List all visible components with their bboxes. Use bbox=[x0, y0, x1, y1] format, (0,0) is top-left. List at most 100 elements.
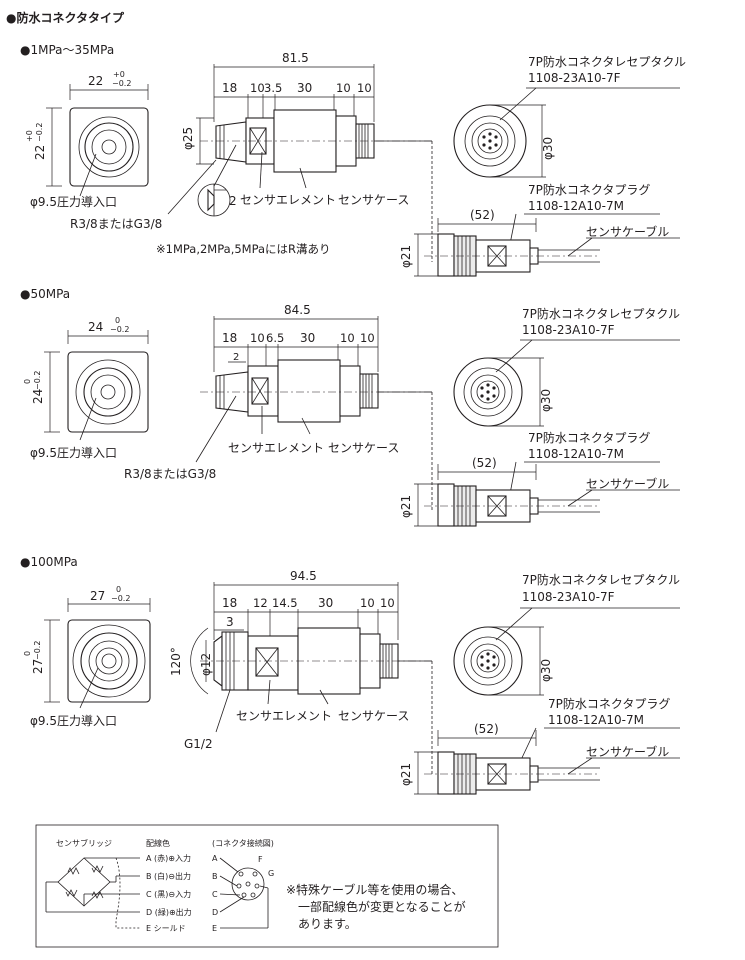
front-height-tol-lower: −0.2 bbox=[33, 641, 42, 660]
cable-label: センサケーブル bbox=[586, 744, 669, 759]
total-length-dim: 94.5 bbox=[290, 569, 317, 583]
plug-length-dim: (52) bbox=[472, 456, 497, 470]
receptacle-view: 7P防水コネクタレセプタクル 1108-23A10-7F φ30 bbox=[453, 306, 680, 427]
wiring-note-line-3: あります。 bbox=[298, 917, 357, 931]
front-height-dim: 24 bbox=[31, 389, 45, 404]
cable-label: センサケーブル bbox=[586, 476, 669, 491]
thread-label: G1/2 bbox=[184, 737, 213, 751]
thread-label: R3/8またはG3/8 bbox=[124, 467, 216, 481]
bridge-circuit bbox=[45, 857, 140, 929]
plug-part-number: 1108-12A10-7M bbox=[548, 713, 644, 727]
receptacle-label: 7P防水コネクタレセプタクル bbox=[522, 306, 680, 321]
wire-d-label: D (緑)⊕出力 bbox=[146, 907, 192, 917]
wire-c-label: C (黒)⊖入力 bbox=[146, 889, 191, 899]
front-width-dim: 22 bbox=[88, 74, 103, 88]
sensor-element-label: センサエレメント bbox=[228, 441, 324, 455]
connector-diagram-header: (コネクタ接続図) bbox=[212, 838, 274, 848]
plug-view: 7P防水コネクタプラグ 1108-12A10-7M (52) センサケーブル bbox=[399, 182, 680, 277]
wiring-note-line-2: 一部配線色が変更となることが bbox=[298, 899, 466, 914]
section-100mpa: ●100MPa 27 0 −0.2 27 0 −0.2 φ9.5圧力導入口 bbox=[20, 555, 680, 795]
sensor-bridge-label: センサブリッジ bbox=[56, 838, 112, 848]
front-width-tol-lower: −0.2 bbox=[111, 594, 130, 603]
wiring-diagram-box: センサブリッジ 配線色 (コネクタ接続図) A (赤)⊕入力 B (白)⊖出力 … bbox=[35, 824, 499, 948]
segment-dim-6: 10 bbox=[360, 331, 375, 345]
section-title: ●50MPa bbox=[20, 287, 70, 301]
segment-dim-2: 10 bbox=[250, 331, 265, 345]
segment-dim-5: 10 bbox=[360, 596, 375, 610]
segment-dim-3: 3.5 bbox=[264, 81, 282, 95]
angle-dim: 120° bbox=[169, 647, 183, 676]
tip-dia-dim: φ12 bbox=[199, 653, 213, 676]
wire-b-label: B (白)⊖出力 bbox=[146, 871, 191, 881]
segment-dim-1: 18 bbox=[222, 596, 237, 610]
segment-dim-4: 30 bbox=[318, 596, 333, 610]
sensor-case-label: センサケース bbox=[338, 709, 409, 723]
sensor-element-label: センサエレメント bbox=[236, 709, 332, 723]
pin-g-label: G bbox=[268, 869, 274, 878]
plug-label: 7P防水コネクタプラグ bbox=[548, 696, 670, 711]
segment-dim-6: 10 bbox=[380, 596, 395, 610]
step-dim: 3 bbox=[226, 615, 234, 629]
front-width-tol-upper: 0 bbox=[115, 316, 120, 325]
receptacle-view: 7P防水コネクタレセプタクル 1108-23A10-7F φ30 bbox=[453, 54, 686, 178]
front-view: 22 +0 −0.2 22 +0 −0.2 φ9.5圧力導入口 bbox=[25, 70, 149, 209]
plug-view: 7P防水コネクタプラグ 1108-12A10-7M (52) センサケーブル bbox=[399, 696, 680, 795]
sensor-element-label: センサエレメント bbox=[240, 193, 336, 207]
wiring-color-header: 配線色 bbox=[146, 838, 170, 848]
plug-dia-dim: φ21 bbox=[399, 495, 413, 518]
total-length-dim: 81.5 bbox=[282, 51, 309, 65]
thread-label: R3/8またはG3/8 bbox=[70, 217, 162, 231]
segment-dim-4: 30 bbox=[297, 81, 312, 95]
front-view: 27 0 −0.2 27 0 −0.2 φ9.5圧力導入口 bbox=[23, 585, 151, 728]
front-width-dim: 24 bbox=[88, 320, 103, 334]
wire-e-label: E シールド bbox=[146, 924, 186, 933]
front-height-tol-upper: 0 bbox=[23, 379, 32, 384]
receptacle-part-number: 1108-23A10-7F bbox=[522, 590, 615, 604]
segment-dim-3: 14.5 bbox=[272, 596, 298, 610]
front-height-tol-upper: +0 bbox=[25, 130, 34, 142]
section-title: ●100MPa bbox=[20, 555, 78, 569]
section-1mpa-35mpa: ●1MPa～35MPa 22 +0 −0.2 22 +0 −0.2 φ9.5圧力… bbox=[20, 43, 686, 277]
receptacle-part-number: 1108-23A10-7F bbox=[528, 71, 621, 85]
side-view: 94.5 18 12 14.5 30 10 10 3 bbox=[169, 569, 434, 776]
front-height-tol-upper: 0 bbox=[23, 651, 32, 656]
segment-dim-4: 30 bbox=[300, 331, 315, 345]
pin-d-label: D bbox=[212, 908, 218, 917]
cable-label: センサケーブル bbox=[586, 224, 669, 239]
receptacle-dia-dim: φ30 bbox=[541, 137, 555, 160]
front-height-dim: 27 bbox=[31, 659, 45, 674]
side-view: 84.5 18 10 6.5 30 10 10 2 bbox=[124, 303, 434, 510]
front-height-dim: 22 bbox=[33, 145, 47, 160]
front-width-tol-upper: 0 bbox=[116, 585, 121, 594]
pressure-port-label: φ9.5圧力導入口 bbox=[30, 714, 117, 728]
segment-dim-1: 18 bbox=[222, 331, 237, 345]
segment-dim-5: 10 bbox=[336, 81, 351, 95]
receptacle-label: 7P防水コネクタレセプタクル bbox=[528, 54, 686, 69]
wire-color-list: A (赤)⊕入力 B (白)⊖出力 C (黒)⊖入力 D (緑)⊕出力 E シー… bbox=[146, 853, 192, 933]
wire-a-label: A (赤)⊕入力 bbox=[146, 853, 191, 863]
front-view: 24 0 −0.2 24 0 −0.2 φ9.5圧力導入口 bbox=[23, 316, 149, 460]
plug-label: 7P防水コネクタプラグ bbox=[528, 182, 650, 197]
pin-b-label: B bbox=[212, 872, 218, 881]
plug-dia-dim: φ21 bbox=[399, 763, 413, 786]
segment-dim-6: 10 bbox=[357, 81, 372, 95]
receptacle-view: 7P防水コネクタレセプタクル 1108-23A10-7F φ30 bbox=[453, 572, 680, 696]
receptacle-dia-dim: φ30 bbox=[539, 659, 553, 682]
front-width-tol-upper: +0 bbox=[113, 70, 125, 79]
wiring-note-line-1: ※特殊ケーブル等を使用の場合、 bbox=[286, 882, 463, 897]
connector-pin-diagram: A B C D E F G bbox=[212, 854, 274, 933]
page-heading: ●防水コネクタタイプ bbox=[6, 10, 125, 25]
pin-a-label: A bbox=[212, 854, 218, 863]
plug-part-number: 1108-12A10-7M bbox=[528, 199, 624, 213]
r-groove-note: ※1MPa,2MPa,5MPaにはR溝あり bbox=[156, 242, 331, 256]
receptacle-dia-dim: φ30 bbox=[539, 389, 553, 412]
pin-e-label: E bbox=[212, 924, 217, 933]
sensor-case-label: センサケース bbox=[328, 441, 399, 455]
pin-c-label: C bbox=[212, 890, 218, 899]
front-width-tol-lower: −0.2 bbox=[110, 325, 129, 334]
segment-dim-5: 10 bbox=[340, 331, 355, 345]
front-height-tol-lower: −0.2 bbox=[33, 371, 42, 390]
section-50mpa: ●50MPa 24 0 −0.2 24 0 −0.2 φ9.5圧力導入口 bbox=[20, 287, 680, 527]
pressure-port-label: φ9.5圧力導入口 bbox=[30, 446, 117, 460]
